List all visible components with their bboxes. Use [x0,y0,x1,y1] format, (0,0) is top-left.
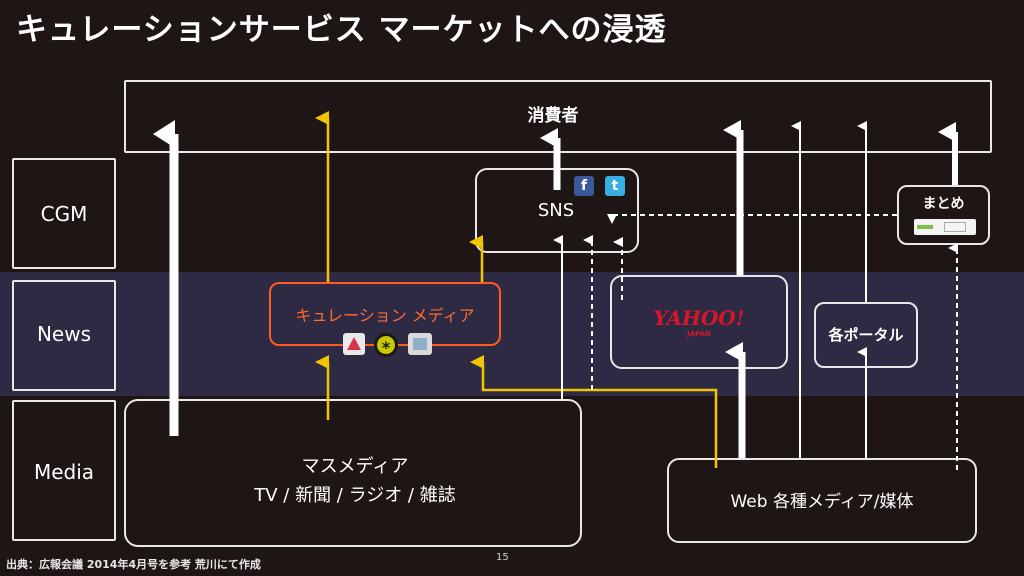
source-footer: 出典：広報会議 2014年4月号を参考 荒川にて作成 [6,558,261,571]
curation-media-label: キュレーション メディア [295,306,475,325]
portal-label: 各ポータル [828,326,904,344]
twitter-icon: t [605,176,625,196]
yahoo-logo: YAHOO! [653,306,745,330]
facebook-icon: f [574,176,594,196]
news-app-icon [343,333,365,355]
matome-logo-icon [914,219,976,235]
news-app-2-icon [408,333,432,355]
yahoo-box [610,275,788,369]
web-media-box [667,458,977,543]
consumer-label: 消費者 [527,106,579,126]
layer-label-news: News [36,322,92,346]
layer-label-cgm: CGM [40,202,88,226]
layer-box-media [12,400,116,541]
mass-media-box [124,399,582,547]
layer-label-media: Media [33,460,95,484]
web-media-label: Web 各種メディア/媒体 [730,492,914,512]
page-number: 15 [496,552,509,563]
matome-label: まとめ [922,196,965,212]
mass-media-sub: TV / 新聞 / ラジオ / 雑誌 [254,485,456,506]
layer-box-cgm [12,158,116,269]
matome-box [897,185,990,245]
gunosy-icon: * [374,333,398,357]
layer-box-news [12,280,116,391]
sns-label: SNS [537,200,575,221]
arrow-webmedia-curation [470,355,718,468]
yahoo-sub-logo: JAPAN [687,330,711,338]
slide-title: キュレーションサービス マーケットへの浸透 [16,12,667,48]
mass-media-title: マスメディア [301,456,409,477]
